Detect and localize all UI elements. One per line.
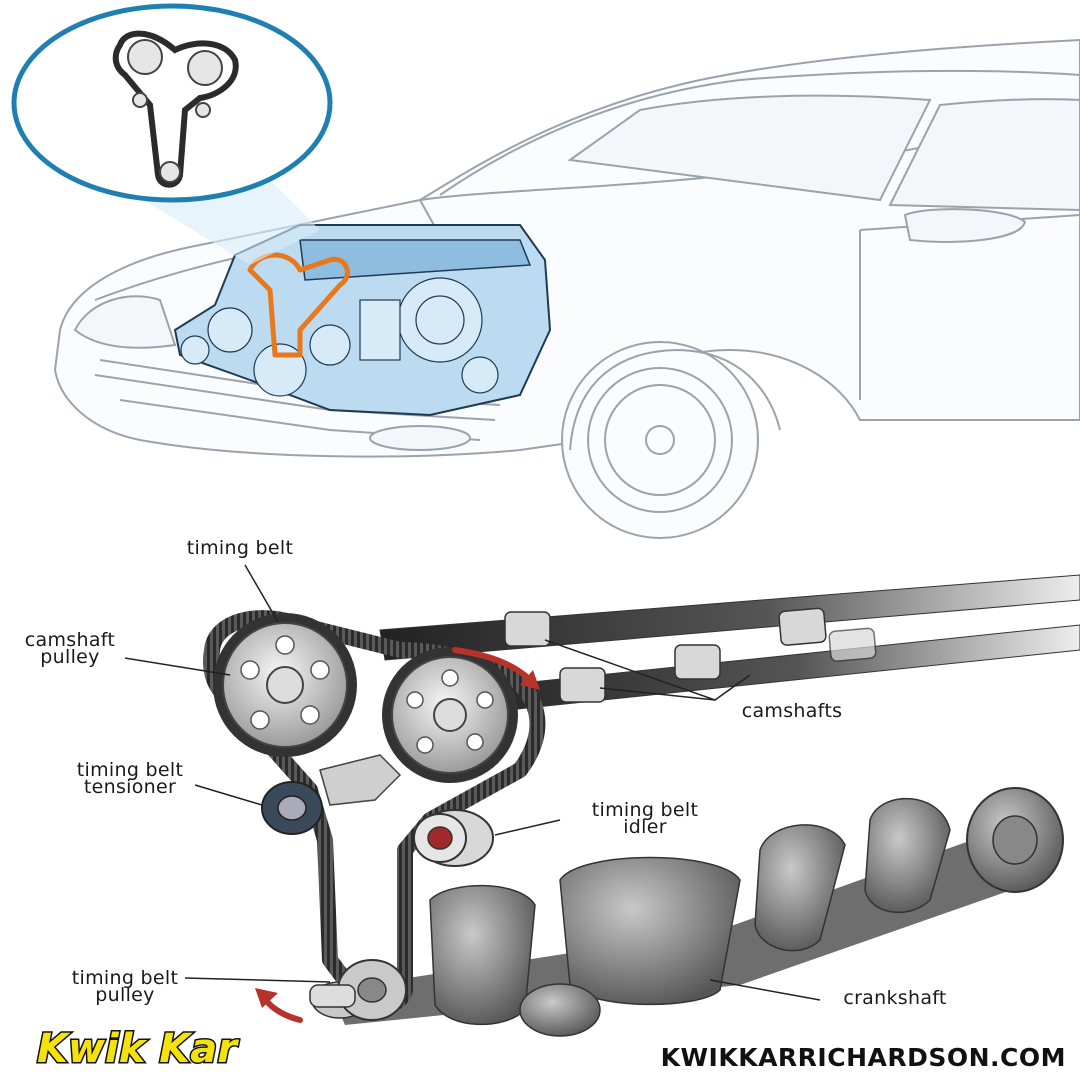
inset-callout <box>11 3 333 265</box>
inset-belt-diagram <box>112 30 239 188</box>
camshafts <box>379 574 1080 716</box>
website-url[interactable]: KWIKKARRICHARDSON.COM <box>660 1043 1066 1072</box>
crank-pulley <box>309 959 407 1021</box>
leader-lines <box>124 564 821 1001</box>
kwik-kar-logo: Kwik Kar <box>36 1025 241 1074</box>
label-camshafts: camshafts <box>741 700 843 722</box>
logo-text: Kwik Kar <box>37 1026 239 1072</box>
engine-block <box>173 224 552 417</box>
label-camshaft-pulley: camshaft pulley <box>24 629 116 668</box>
label-timing-belt: timing belt <box>186 537 294 559</box>
arrowhead-icon <box>255 670 540 1008</box>
label-timing-belt-tensioner: timing belt tensioner <box>76 759 184 798</box>
camshaft-pulley-left <box>213 613 357 757</box>
label-timing-belt-idler: timing belt idler <box>591 799 699 838</box>
camshaft-pulley-right <box>382 647 518 783</box>
label-timing-belt-pulley: timing belt pulley <box>71 967 179 1006</box>
tensioner-pulley <box>261 754 402 835</box>
label-crankshaft: crankshaft <box>843 987 947 1009</box>
idler-pulley <box>413 809 494 867</box>
